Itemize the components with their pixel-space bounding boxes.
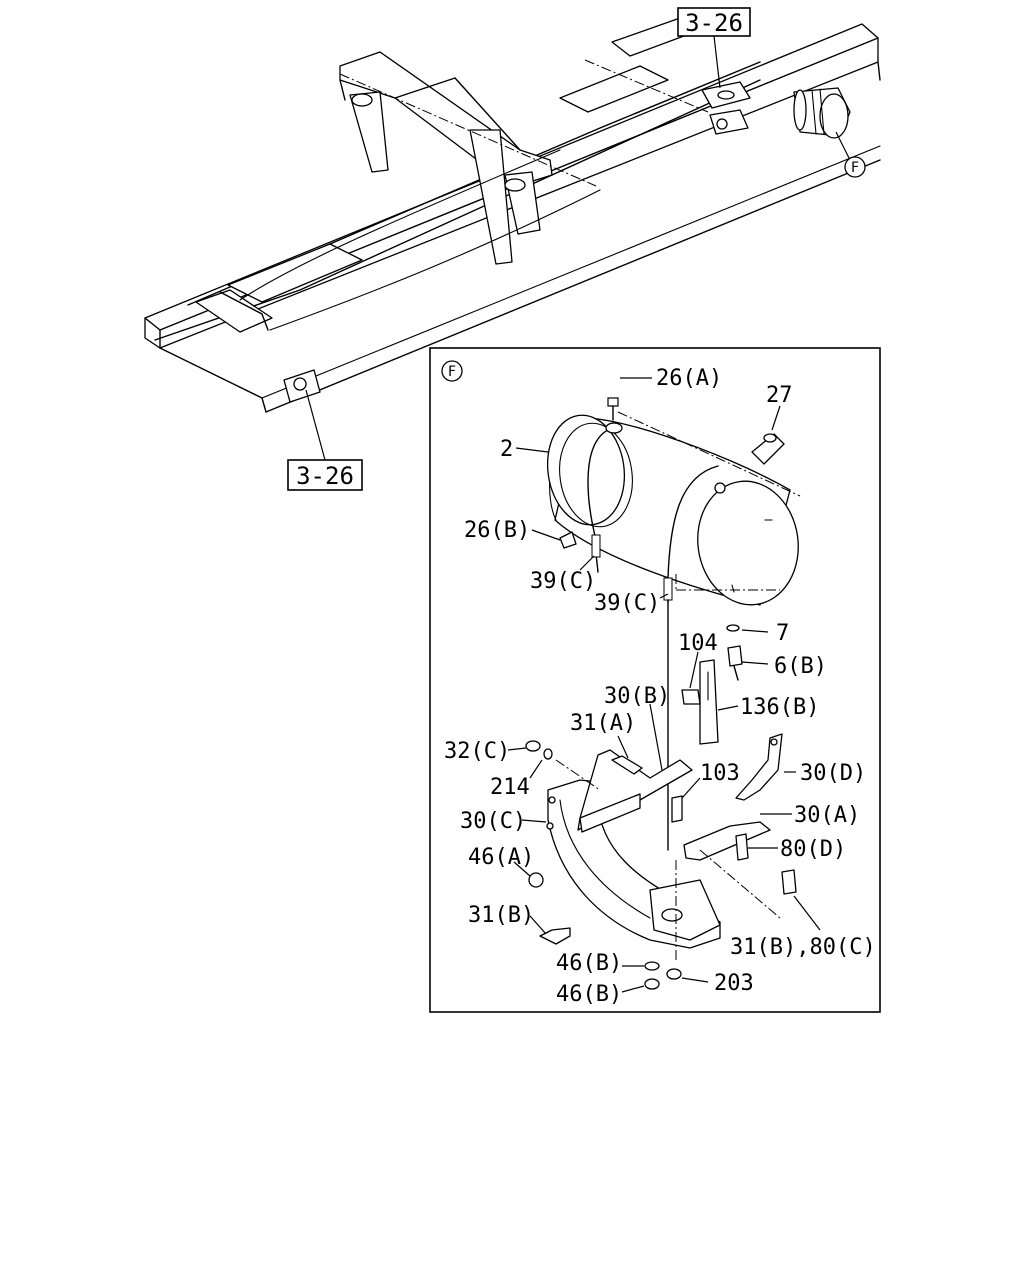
ref-box-top[interactable]: 3-26 [677,7,751,37]
leader-lines [507,377,821,993]
callout-46a: 46(A) [468,845,534,870]
detail-f-corner-label: F [448,364,456,380]
callout-30c: 30(C) [460,809,526,834]
callout-103: 103 [700,761,740,786]
callout-6b: 6(B) [774,654,827,679]
callout-2: 2 [500,437,513,462]
callout-32c: 32(C) [444,739,510,764]
mounting-brackets [525,599,797,990]
callout-80d: 80(D) [780,837,846,862]
callout-46b-lower: 46(B) [556,982,622,1007]
detail-f-marker-label: F [851,160,859,176]
callout-27: 27 [766,383,793,408]
ref-box-bottom[interactable]: 3-26 [287,459,363,491]
callout-46b-upper: 46(B) [556,951,622,976]
detail-f-frame [429,347,881,1013]
callout-labels: 26(A) 27 2 26(B) 39(C) 39(C) 7 6(B) 104 … [444,366,876,1007]
detail-f-marker[interactable] [844,156,866,178]
fuel-tank [546,397,801,681]
callout-30b: 30(B) [604,684,670,709]
callout-214: 214 [490,775,530,800]
callout-26b: 26(B) [464,518,530,543]
callout-31b: 31(B) [468,903,534,928]
callout-31b-80c: 31(B),80(C) [730,935,876,960]
callout-26a: 26(A) [656,366,722,391]
callout-39c-left: 39(C) [530,569,596,594]
callout-104: 104 [678,631,718,656]
callout-203: 203 [714,971,754,996]
callout-30a: 30(A) [794,803,860,828]
chassis-frame [144,17,881,413]
callout-39c-mid: 39(C) [594,591,660,616]
ref-label-top: 3-26 [685,9,743,37]
callout-30d: 30(D) [800,761,866,786]
callout-31a: 31(A) [570,711,636,736]
frame-tank [793,87,851,139]
detail-f-corner-marker [441,360,463,382]
ref-label-bottom: 3-26 [296,462,354,490]
callout-7: 7 [776,621,789,646]
callout-136b: 136(B) [740,695,819,720]
